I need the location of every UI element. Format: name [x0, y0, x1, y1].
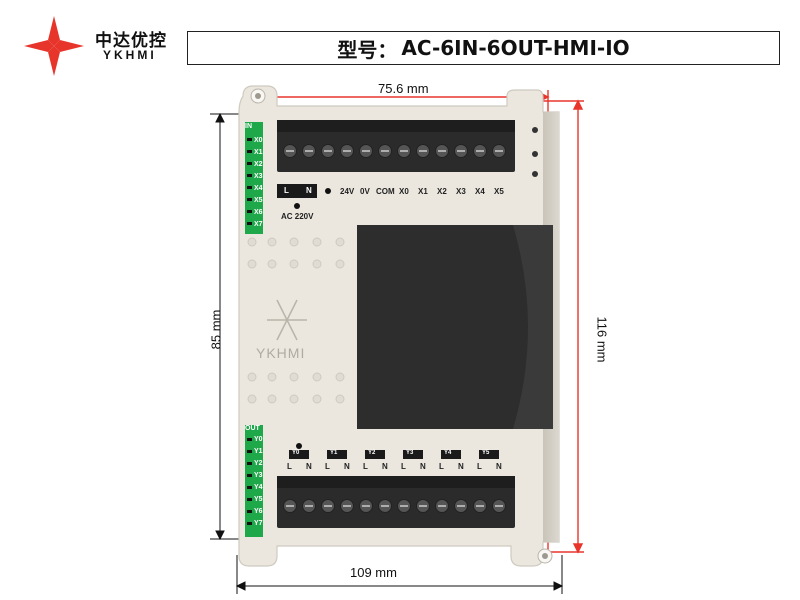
input-label: X1	[254, 149, 263, 156]
terminal-label: 24V	[340, 187, 355, 196]
brand-logo-icon	[24, 16, 84, 76]
brand-name-en: YKHMI	[103, 48, 157, 62]
output-label: Y5	[254, 496, 263, 503]
model-title-box: 型号： AC-6IN-6OUT-HMI-IO	[187, 31, 780, 65]
ln-label: L	[477, 462, 482, 471]
terminal-label: 0V	[360, 187, 370, 196]
ln-label: N	[382, 462, 388, 471]
out-group-labels: Y0 Y1 Y2 Y3 Y4 Y5	[289, 450, 517, 456]
output-label: Y2	[254, 460, 263, 467]
terminal-labels: 24V 0V COM X0 X1 X2 X3 X4 X5	[340, 187, 513, 196]
power-term-n: N	[306, 186, 312, 195]
out-group-label: Y2	[368, 450, 376, 456]
dim-height-left: 85 mm	[208, 309, 224, 350]
io-module-device	[238, 85, 560, 567]
input-label: X2	[254, 161, 263, 168]
input-label: X6	[254, 209, 263, 216]
out-group-label: Y0	[292, 450, 300, 456]
terminal-label: X4	[475, 187, 485, 196]
output-label: Y0	[254, 436, 263, 443]
input-label: X7	[254, 221, 263, 228]
ln-label: N	[496, 462, 502, 471]
output-label: Y4	[254, 484, 263, 491]
ln-label: N	[344, 462, 350, 471]
terminal-label: COM	[376, 187, 395, 196]
out-group-label: Y1	[330, 450, 338, 456]
input-label: X4	[254, 185, 263, 192]
output-label: Y3	[254, 472, 263, 479]
ln-label: L	[439, 462, 444, 471]
terminal-label: X0	[399, 187, 409, 196]
dim-width-top: 75.6 mm	[378, 81, 429, 96]
brand-name-cn: 中达优控	[95, 31, 167, 51]
ln-label: N	[458, 462, 464, 471]
power-term-l: L	[284, 186, 289, 195]
model-label: 型号：	[337, 37, 398, 62]
dim-width-bottom: 109 mm	[350, 565, 397, 580]
ln-label: N	[420, 462, 426, 471]
terminal-label: X1	[418, 187, 428, 196]
in-header: IN	[245, 123, 252, 130]
ln-label: L	[363, 462, 368, 471]
body-logo: YKHMI	[256, 345, 306, 361]
ln-label: L	[401, 462, 406, 471]
terminal-label: X5	[494, 187, 504, 196]
terminal-label: X3	[456, 187, 466, 196]
out-group-label: Y3	[406, 450, 414, 456]
ln-label: L	[325, 462, 330, 471]
out-group-label: Y4	[444, 450, 452, 456]
out-group-label: Y5	[482, 450, 490, 456]
input-label: X3	[254, 173, 263, 180]
input-label: X0	[254, 137, 263, 144]
terminal-label: X2	[437, 187, 447, 196]
model-value: AC-6IN-6OUT-HMI-IO	[401, 36, 630, 60]
power-label: AC 220V	[281, 212, 314, 221]
input-labels: X0 X1 X2 X3 X4 X5 X6 X7	[254, 135, 263, 231]
dim-height-right: 116 mm	[594, 316, 610, 363]
output-labels: Y0 Y1 Y2 Y3 Y4 Y5 Y6 Y7	[254, 434, 263, 530]
input-label: X5	[254, 197, 263, 204]
output-label: Y1	[254, 448, 263, 455]
ln-label: L	[287, 462, 292, 471]
out-header: OUT	[245, 425, 260, 432]
output-label: Y7	[254, 520, 263, 527]
output-label: Y6	[254, 508, 263, 515]
ln-label: N	[306, 462, 312, 471]
